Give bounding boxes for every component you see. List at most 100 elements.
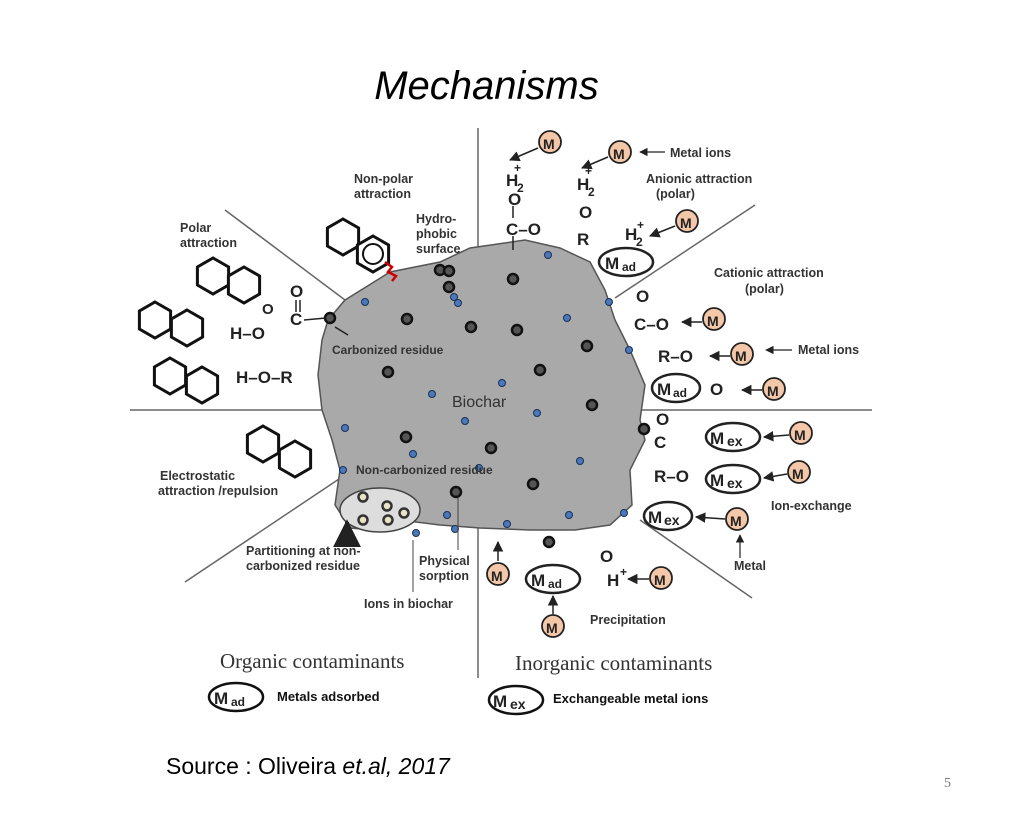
svg-text:carbonized residue: carbonized residue — [246, 559, 360, 573]
svg-text:M: M — [491, 568, 503, 584]
svg-text:Partitioning at non-: Partitioning at non- — [246, 544, 361, 558]
svg-text:Cationic attraction: Cationic attraction — [714, 266, 824, 280]
svg-text:H: H — [506, 171, 518, 190]
mad-top: M ad — [597, 246, 655, 278]
svg-text:M: M — [680, 215, 692, 231]
anionic-groups: H 2 + O C–O H 2 + O R H 2 + — [506, 161, 644, 250]
organic-labels: Non-polar attraction Hydro- phobic surfa… — [158, 172, 470, 611]
svg-text:Ions in biochar: Ions in biochar — [364, 597, 453, 611]
svg-text:Electrostatic: Electrostatic — [160, 469, 235, 483]
svg-text:(polar): (polar) — [745, 282, 784, 296]
svg-text:(polar): (polar) — [656, 187, 695, 201]
ion-exchange-groups: O C M ex M R–O M ex M M ex M — [642, 410, 813, 558]
svg-text:+: + — [514, 161, 521, 175]
svg-text:+: + — [585, 164, 592, 178]
organic-contaminants-heading: Organic contaminants — [220, 649, 404, 673]
svg-text:ex: ex — [664, 512, 680, 528]
svg-text:Anionic attraction: Anionic attraction — [646, 172, 752, 186]
svg-text:M: M — [710, 471, 724, 490]
svg-text:C–O: C–O — [634, 315, 669, 334]
top-metal-ions: M M M — [509, 130, 699, 238]
biochar-label: Biochar — [452, 394, 507, 411]
svg-text:Ion-exchange: Ion-exchange — [771, 499, 852, 513]
svg-text:ad: ad — [622, 260, 636, 274]
svg-text:H–O–R: H–O–R — [236, 368, 293, 387]
svg-text:M: M — [493, 692, 507, 711]
svg-text:M: M — [792, 466, 804, 482]
svg-text:2: 2 — [517, 181, 524, 195]
svg-text:ad: ad — [673, 386, 687, 400]
organic-functional-groups: O O C H–O H–O–R — [230, 282, 349, 387]
svg-text:Metal ions: Metal ions — [670, 146, 731, 160]
svg-text:O: O — [290, 282, 303, 301]
svg-text:M: M — [543, 136, 555, 152]
svg-text:C: C — [654, 433, 666, 452]
svg-text:H: H — [577, 175, 589, 194]
svg-text:O: O — [508, 190, 521, 209]
svg-text:R–O: R–O — [658, 347, 693, 366]
svg-text:M: M — [767, 383, 779, 399]
svg-text:O: O — [710, 380, 723, 399]
svg-text:M: M — [657, 380, 671, 399]
svg-text:ex: ex — [727, 433, 743, 449]
svg-text:M: M — [735, 348, 747, 364]
svg-text:M: M — [654, 572, 666, 588]
legend-metals-adsorbed: M ad Metals adsorbed — [207, 681, 380, 713]
electrostatic-molecule — [245, 424, 313, 479]
svg-text:Hydro-: Hydro- — [416, 212, 456, 226]
svg-text:attraction: attraction — [180, 236, 237, 250]
svg-text:Polar: Polar — [180, 221, 211, 235]
svg-text:Precipitation: Precipitation — [590, 613, 666, 627]
svg-text:O: O — [600, 547, 613, 566]
svg-text:2: 2 — [588, 185, 595, 199]
svg-text:2: 2 — [636, 235, 643, 249]
svg-text:M: M — [730, 513, 742, 529]
inorganic-contaminants-heading: Inorganic contaminants — [515, 651, 712, 675]
svg-text:Exchangeable metal ions: Exchangeable metal ions — [553, 691, 708, 706]
svg-text:ad: ad — [548, 577, 562, 591]
biochar-particle — [317, 239, 646, 531]
source-citation: Source : Oliveira et.al, 2017 — [166, 753, 450, 779]
page-number: 5 — [944, 776, 951, 791]
svg-text:M: M — [546, 620, 558, 636]
svg-text:phobic: phobic — [416, 227, 457, 241]
svg-text:H: H — [607, 571, 619, 590]
svg-text:ad: ad — [231, 695, 245, 709]
non-polar-molecule — [325, 217, 398, 282]
svg-text:M: M — [214, 689, 228, 708]
svg-text:R–O: R–O — [654, 467, 689, 486]
svg-text:Metal: Metal — [734, 559, 766, 573]
svg-text:M: M — [710, 429, 724, 448]
svg-text:+: + — [620, 565, 627, 579]
svg-text:ex: ex — [510, 696, 526, 712]
svg-text:Physical: Physical — [419, 554, 470, 568]
svg-text:M: M — [531, 571, 545, 590]
non-carbonized-residue-label: Non-carbonized residue — [356, 463, 493, 477]
svg-text:M: M — [605, 254, 619, 273]
svg-text:O: O — [579, 203, 592, 222]
svg-text:O: O — [262, 301, 274, 318]
svg-text:+: + — [637, 218, 644, 232]
svg-text:O: O — [636, 287, 649, 306]
svg-text:Metals adsorbed: Metals adsorbed — [277, 689, 380, 704]
svg-text:M: M — [648, 508, 662, 527]
svg-text:surface: surface — [416, 242, 461, 256]
legend-exchangeable-metal-ions: M ex Exchangeable metal ions — [487, 684, 708, 716]
svg-text:sorption: sorption — [419, 569, 469, 583]
inorganic-labels: Metal ions Anionic attraction (polar) Ca… — [590, 146, 859, 627]
svg-text:C–O: C–O — [506, 220, 541, 239]
svg-text:M: M — [794, 427, 806, 443]
polar-molecule-low — [152, 356, 220, 405]
svg-text:Non-polar: Non-polar — [354, 172, 413, 186]
svg-text:R: R — [577, 230, 589, 249]
polar-molecule-mid — [137, 300, 205, 348]
svg-text:attraction /repulsion: attraction /repulsion — [158, 484, 278, 498]
slide-title: Mechanisms — [374, 64, 599, 108]
precipitation-groups: O H + M M ad M M — [486, 540, 673, 638]
svg-text:H: H — [625, 225, 637, 244]
svg-text:ex: ex — [727, 475, 743, 491]
svg-text:C: C — [290, 310, 302, 329]
non-carbonized-dots — [357, 491, 410, 526]
svg-text:H–O: H–O — [230, 324, 265, 343]
